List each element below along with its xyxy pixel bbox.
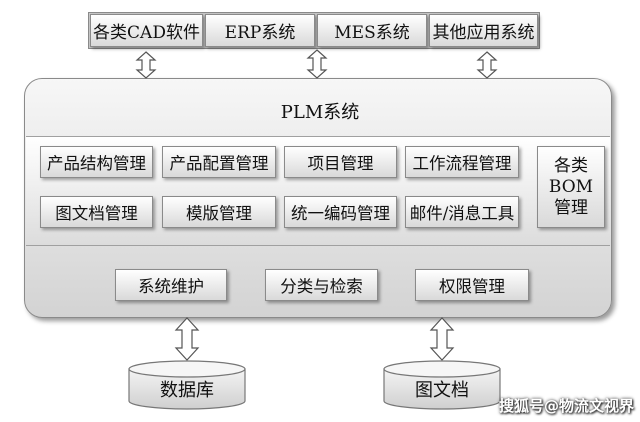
service-permission-management: 权限管理 [415, 269, 529, 301]
arrow-erp-mes-plm [306, 49, 328, 79]
service-classification-search: 分类与检索 [265, 269, 378, 301]
database-cylinder-icon [128, 360, 246, 410]
mes-system-box: MES系统 [317, 14, 427, 47]
plm-title: PLM系统 [280, 102, 360, 123]
service-system-maintenance: 系统维护 [115, 269, 227, 301]
cad-software-box: 各类CAD软件 [90, 14, 203, 47]
module-template-management: 模版管理 [162, 196, 276, 228]
arrow-plm-documents [429, 317, 455, 361]
database-label: 数据库 [160, 380, 214, 401]
bom-line-1: 各类 [554, 155, 588, 176]
bom-management-box: 各类 BOM 管理 [537, 146, 605, 228]
documents-cylinder-icon [383, 360, 501, 410]
other-systems-box: 其他应用系统 [429, 14, 538, 47]
module-product-structure: 产品结构管理 [40, 146, 153, 178]
erp-system-box: ERP系统 [205, 14, 315, 47]
module-document-management: 图文档管理 [40, 196, 153, 228]
arrow-other-plm [476, 51, 498, 79]
bom-line-2: BOM [548, 176, 594, 197]
module-workflow-management: 工作流程管理 [405, 146, 519, 178]
documents-label: 图文档 [415, 380, 469, 401]
module-mail-message-tools: 邮件/消息工具 [405, 196, 519, 228]
module-product-configuration: 产品配置管理 [162, 146, 276, 178]
arrow-plm-database [174, 317, 200, 361]
module-project-management: 项目管理 [284, 146, 397, 178]
watermark: 搜狐号@物流文视界 [498, 397, 634, 415]
arrow-cad-plm [135, 51, 157, 79]
bom-line-3: 管理 [554, 197, 588, 218]
module-unified-coding: 统一编码管理 [284, 196, 397, 228]
